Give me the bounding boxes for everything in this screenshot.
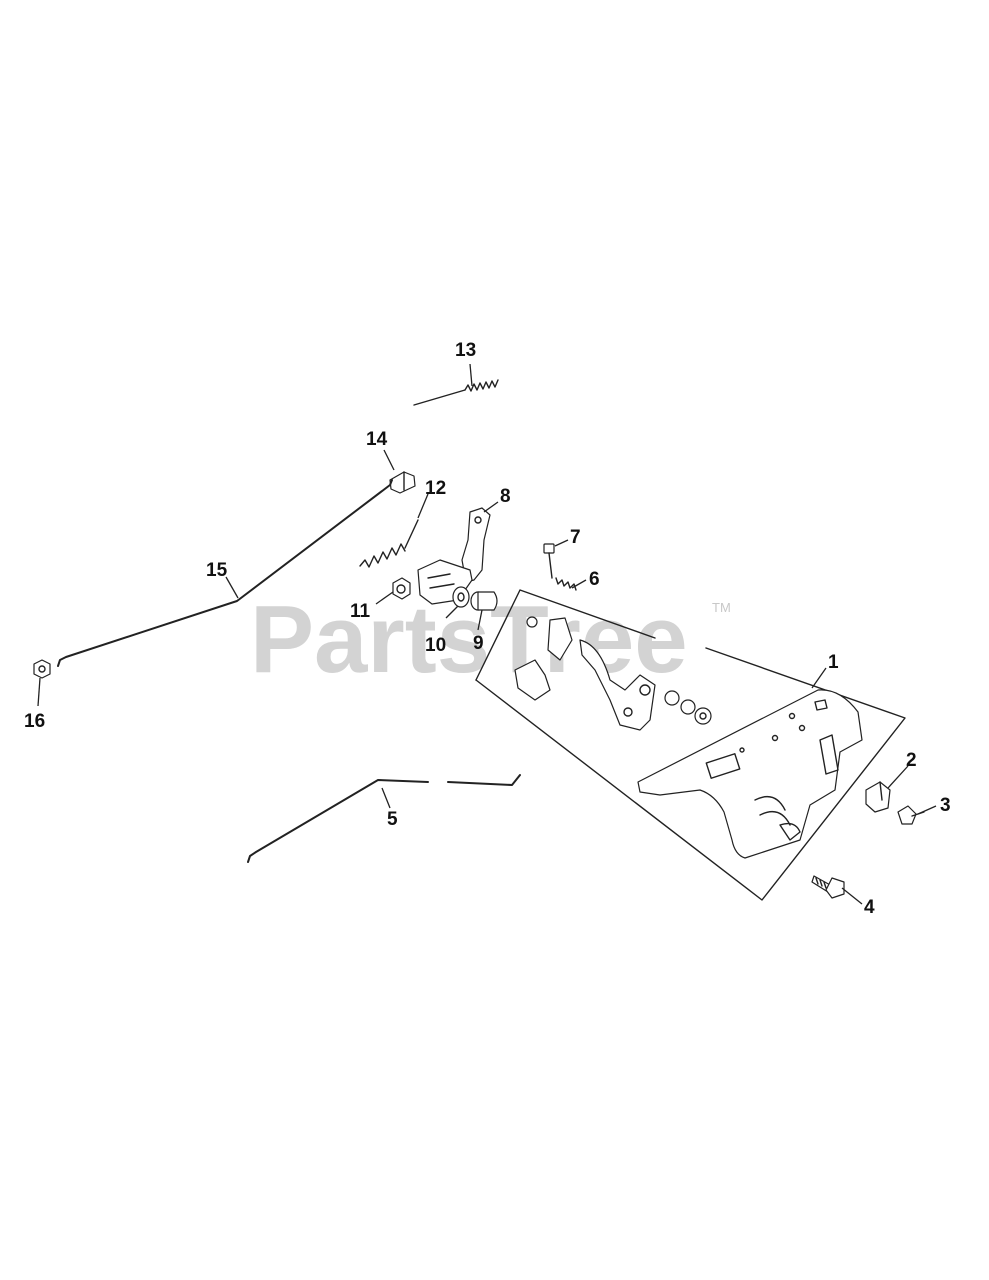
watermark-trademark: TM xyxy=(712,600,731,615)
part-6-spring[interactable] xyxy=(555,577,577,591)
callout-14[interactable]: 14 xyxy=(366,429,388,450)
callout-10[interactable]: 10 xyxy=(425,635,446,656)
leader-lines xyxy=(37,363,937,905)
callout-1[interactable]: 1 xyxy=(828,652,839,673)
part-16-nut[interactable] xyxy=(33,659,51,679)
callout-4[interactable]: 4 xyxy=(864,897,875,918)
callout-9[interactable]: 9 xyxy=(473,633,484,654)
callout-3[interactable]: 3 xyxy=(940,795,951,816)
part-11-nut[interactable] xyxy=(392,577,411,600)
part-3-screw[interactable] xyxy=(897,805,925,825)
part-7-screw[interactable] xyxy=(543,543,555,579)
callout-6[interactable]: 6 xyxy=(589,569,600,590)
callout-16[interactable]: 16 xyxy=(24,711,45,732)
part-10-washer[interactable] xyxy=(452,586,470,608)
part-15-rod[interactable] xyxy=(57,479,393,667)
part-1-control-bracket-assembly[interactable] xyxy=(475,589,906,901)
callout-12[interactable]: 12 xyxy=(425,478,446,499)
callout-15[interactable]: 15 xyxy=(206,560,228,581)
part-13-spring[interactable] xyxy=(413,379,499,406)
callout-7[interactable]: 7 xyxy=(570,527,581,548)
part-5-rod[interactable] xyxy=(247,774,521,863)
callout-2[interactable]: 2 xyxy=(906,750,917,771)
part-4-bolt[interactable] xyxy=(811,875,845,899)
callout-labels: 1 2 3 4 5 6 7 8 9 10 11 12 13 14 15 16 xyxy=(24,340,951,918)
callout-8[interactable]: 8 xyxy=(500,486,511,507)
part-9-bushing[interactable] xyxy=(470,591,498,611)
callout-5[interactable]: 5 xyxy=(387,809,398,830)
callout-11[interactable]: 11 xyxy=(350,601,371,622)
part-8-lever-bracket[interactable] xyxy=(417,507,491,605)
watermark: PartsTree TM xyxy=(250,586,731,693)
watermark-text: PartsTree xyxy=(250,586,688,693)
part-12-spring[interactable] xyxy=(359,519,419,568)
callout-13[interactable]: 13 xyxy=(455,340,476,361)
part-2-clip[interactable] xyxy=(865,781,891,813)
part-14-connector[interactable] xyxy=(389,471,416,494)
